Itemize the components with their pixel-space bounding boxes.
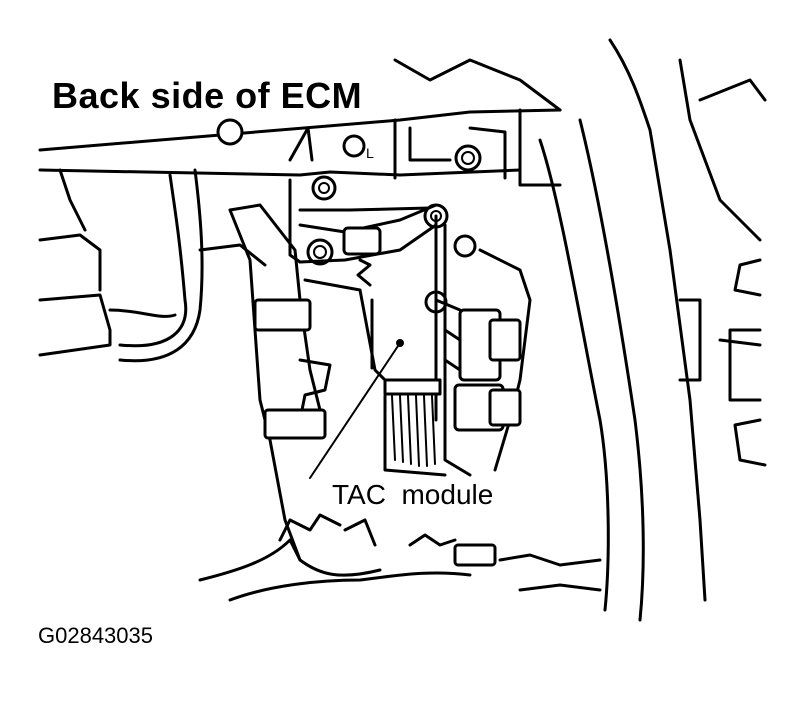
wire-harness	[38, 168, 267, 363]
side-panel	[538, 38, 767, 622]
tac-module-callout: TAC module	[328, 478, 498, 512]
figure-code: G02843035	[38, 623, 153, 648]
bracket-tab	[288, 126, 314, 162]
harness-clip	[228, 203, 332, 562]
lower-trim	[198, 513, 602, 602]
ecm-bolt	[216, 118, 482, 314]
connector-block	[434, 248, 532, 472]
tac-module	[303, 278, 447, 477]
leader-line	[309, 342, 401, 479]
diagram-heading: Back side of ECM	[50, 74, 369, 118]
ecm-mark: L	[366, 145, 374, 161]
ecm-bracket	[38, 58, 562, 264]
